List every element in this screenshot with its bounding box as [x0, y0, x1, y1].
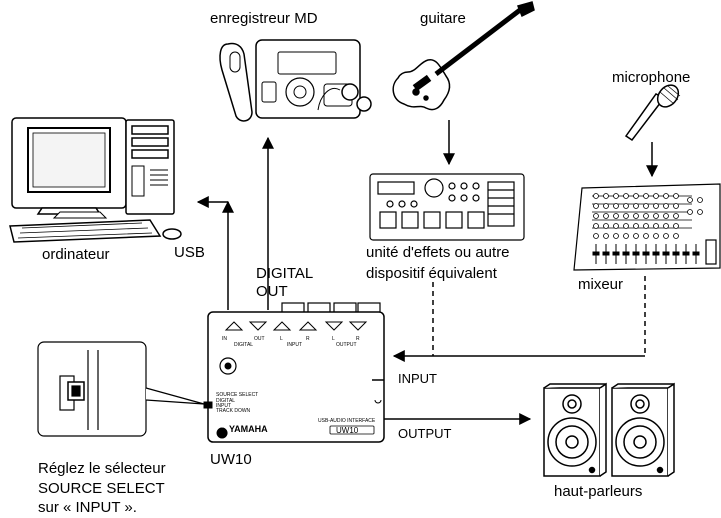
panel-opt-digital-label: DIGITAL: [216, 398, 235, 404]
microphone-label: microphone: [612, 69, 691, 86]
effects-label-line2: dispositif équivalent: [366, 265, 497, 282]
panel-model-desc-label: USB-AUDIO INTERFACE: [318, 418, 376, 424]
device-name-label: UW10: [210, 451, 252, 468]
panel-digital-label: DIGITAL: [234, 342, 253, 348]
effects-label-line1: unité d'effets ou autre: [366, 244, 510, 261]
speakers-illustration: [543, 382, 675, 477]
panel-input-label: INPUT: [287, 342, 302, 348]
panel-l1-label: L: [280, 336, 283, 342]
panel-r1-label: R: [306, 336, 310, 342]
panel-model-logo: UW10: [336, 426, 359, 435]
input-label: INPUT: [398, 371, 437, 386]
mixer-label: mixeur: [578, 276, 624, 293]
computer-illustration: [9, 117, 182, 243]
note-line3: sur « INPUT ».: [38, 499, 137, 516]
digital-out-label-line1: DIGITAL: [256, 265, 314, 282]
panel-opt-input-label: INPUT: [216, 403, 231, 409]
panel-output-label: OUTPUT: [336, 342, 357, 348]
panel-r2-label: R: [356, 336, 360, 342]
microphone-illustration: [624, 84, 681, 142]
computer-label: ordinateur: [42, 246, 110, 263]
mixer-illustration: [573, 183, 721, 271]
md-recorder-label: enregistreur MD: [210, 10, 318, 27]
output-label: OUTPUT: [398, 426, 452, 441]
panel-brand-label: YAMAHA: [229, 424, 268, 434]
usb-label: USB: [174, 244, 205, 261]
md-recorder-illustration: [219, 39, 372, 122]
panel-opt-track-down-label: TRACK DOWN: [216, 408, 251, 414]
guitar-illustration: [392, 1, 535, 111]
uw10-device-illustration: IN OUT DIGITAL L R INPUT L R OUTPUT SOUR…: [203, 302, 385, 443]
panel-l2-label: L: [332, 336, 335, 342]
panel-source-select-label: SOURCE SELECT: [216, 392, 258, 398]
panel-out-label: OUT: [254, 336, 265, 342]
digital-out-label-line2: OUT: [256, 283, 288, 300]
note-line1: Réglez le sélecteur: [38, 460, 166, 477]
guitar-label: guitare: [420, 10, 466, 27]
note-line2: SOURCE SELECT: [38, 480, 165, 497]
panel-in-label: IN: [222, 336, 227, 342]
source-select-zoom-inset: [37, 341, 205, 437]
connection-arrows: [196, 120, 658, 425]
speakers-label: haut-parleurs: [554, 483, 643, 500]
effects-unit-illustration: [369, 173, 525, 241]
